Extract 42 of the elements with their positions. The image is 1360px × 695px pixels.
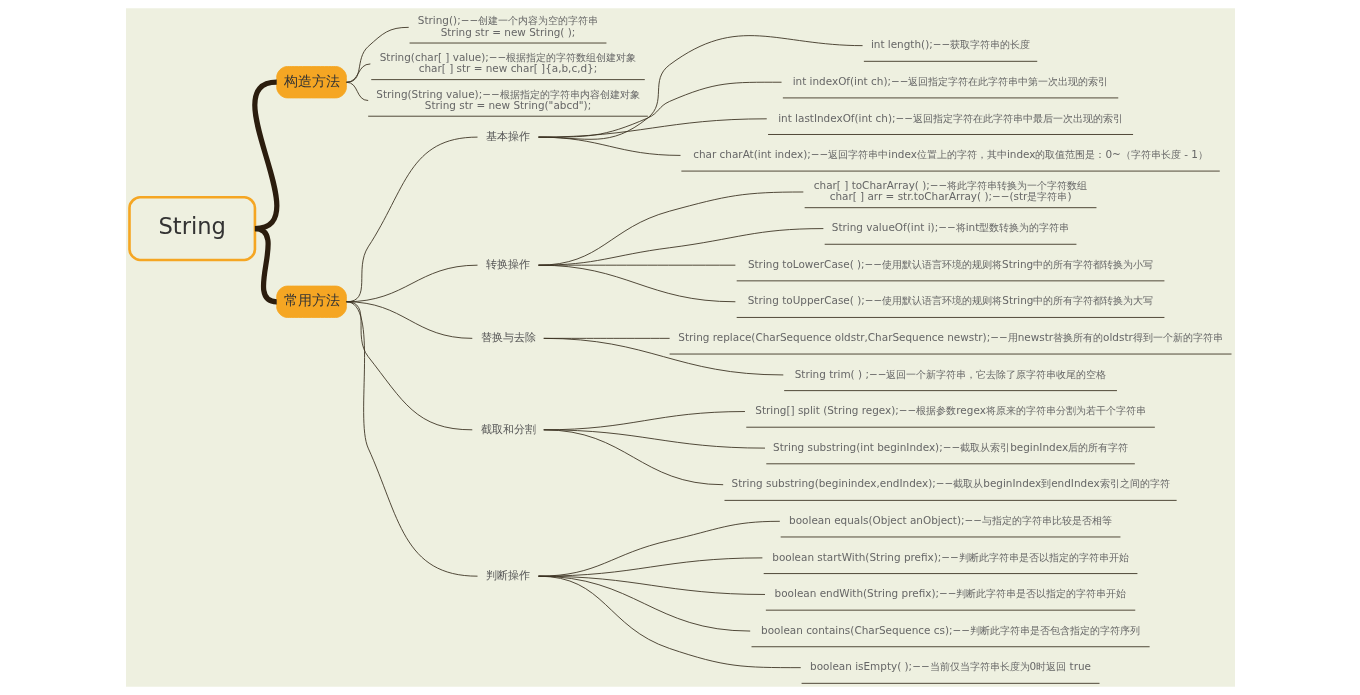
connector xyxy=(253,226,277,305)
node-text: String substring(beginindex,endIndex);−−截取从beginIndex到endIndex索引之间的字符 xyxy=(731,477,1170,490)
node-text: String(String value);−−根据指定的字符串内容创建对象 String str = new String("abcd"); xyxy=(375,87,640,111)
node-text: String valueOf(int i);−−将int型数转换为的字符串 xyxy=(831,221,1069,234)
node-text: int length();−−获取字符串的长度 xyxy=(870,38,1030,51)
node-text: int indexOf(int ch);−−返回指定字符在此字符串中第一次出现的索引 xyxy=(792,74,1108,87)
node-text: String toUpperCase( );−−使用默认语言环境的规则将String中的所有字符都转换为大写 xyxy=(747,294,1153,307)
connector xyxy=(345,63,371,83)
connector xyxy=(542,337,784,376)
node-text: int lastIndexOf(int ch);−−返回指定字符在此字符串中最后一次出现的索引 xyxy=(777,111,1123,124)
connector xyxy=(537,575,801,669)
connector xyxy=(345,81,369,101)
connector xyxy=(345,301,478,577)
node-box: String xyxy=(127,195,256,262)
connector xyxy=(542,429,724,486)
connector xyxy=(537,520,780,577)
node-text: boolean isEmpty( );−−当前仅当字符串长度为0时返回 true xyxy=(809,660,1091,673)
connector xyxy=(537,228,824,266)
node-text: 替换与去除 xyxy=(480,330,536,345)
node-text: String substring(int beginIndex);−−截取从索引beginIndex后的所有字符 xyxy=(772,440,1128,453)
node-text: boolean equals(Object anObject);−−与指定的字符串比较是否相等 xyxy=(788,514,1112,526)
connector xyxy=(537,264,736,303)
node-box: 构造方法 xyxy=(275,66,347,99)
connector xyxy=(537,191,804,266)
node-text: boolean endWith(String prefix);−−判断此字符串是否以指定的字符串开始 xyxy=(774,587,1127,600)
node-text: String[] split (String regex);−−根据参数regex将原来的字符串分割为若干个字符串 xyxy=(754,404,1146,417)
node-text: boolean startWith(String prefix);−−判断此字符串是否以指定的字符串开始 xyxy=(771,550,1129,563)
node-text: String replace(CharSequence oldstr,CharSequence newstr);−−用newstr替换所有的oldstr得到一个新的字符串 xyxy=(677,331,1223,344)
connector xyxy=(345,26,409,83)
node-text: String trim( ) ;−−返回一个新字符串，它去除了原字符串收尾的空格 xyxy=(794,367,1106,380)
node-text: boolean contains(CharSequence cs);−−判断此字符串是否包含指定的字符序列 xyxy=(760,623,1140,636)
node-text: 转换操作 xyxy=(485,257,530,272)
node-box: 常用方法 xyxy=(275,285,347,318)
node-text: char charAt(int index);−−返回字符串中index位置上的字符，其中index的取值范围是：0~（字符串长度 - 1） xyxy=(692,148,1208,161)
node-text: 基本操作 xyxy=(485,129,530,144)
node-text: 判断操作 xyxy=(485,568,530,583)
node-text: 截取和分割 xyxy=(480,421,536,436)
node-text: String toLowerCase( );−−使用默认语言环境的规则将String中的所有字符都转换为小写 xyxy=(747,257,1153,270)
node-text: char[ ] toCharArray( );−−将此字符串转换为一个字符数组 char[ ] arr = str.toCharArray( );−−(str是字符串) xyxy=(813,179,1087,203)
connector xyxy=(537,136,681,156)
node-text: String();−−创建一个内容为空的字符串 String str = new String( ); xyxy=(417,14,598,38)
node-text: String(char[ ] value);−−根据指定的字符数组创建对象 char[ ] str = new char[ ]{a,b,c,d}; xyxy=(379,50,636,75)
